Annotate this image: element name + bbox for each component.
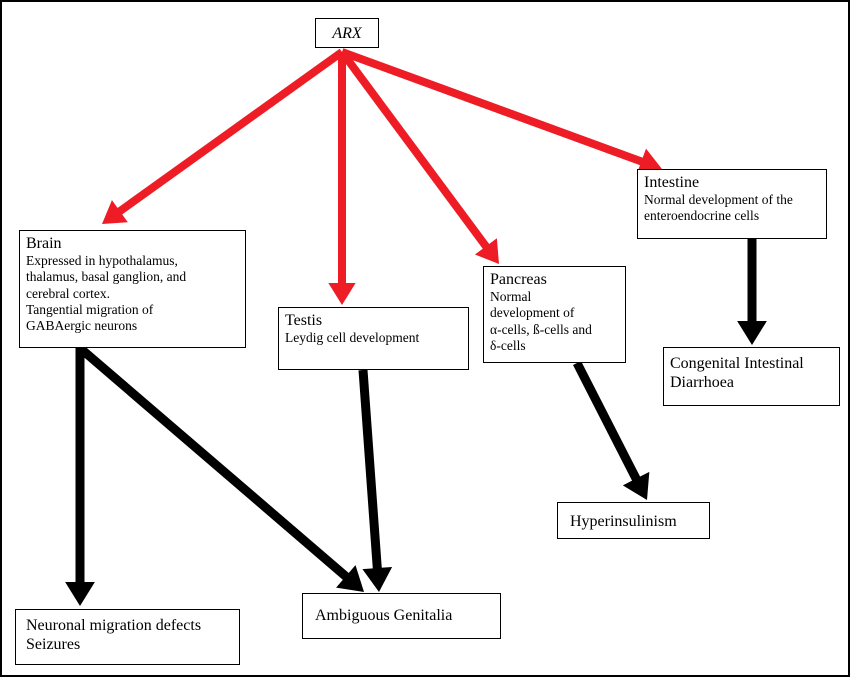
- arrow-arx-to-testis-head: [328, 283, 356, 305]
- node-arx-title: ARX: [332, 25, 362, 42]
- node-testis-title: Testis: [285, 312, 323, 329]
- node-intestine-title: Intestine: [644, 174, 700, 191]
- arrow-arx-to-brain: [102, 48, 345, 224]
- arrow-testis-to-ambiguous-genitalia-shaft: [358, 369, 382, 571]
- arrow-intestine-to-congenital-diarrhoea-head: [737, 321, 767, 345]
- arrow-pancreas-to-hyperinsulinism: [572, 360, 650, 500]
- node-brain-description: Expressed in hypothalamus, thalamus, bas…: [26, 253, 187, 333]
- node-ambiguous-genitalia-label: Ambiguous Genitalia: [315, 607, 453, 624]
- arrow-arx-to-intestine-head: [636, 148, 662, 175]
- arrow-intestine-to-congenital-diarrhoea: [737, 239, 767, 345]
- node-brain-title: Brain: [26, 235, 62, 252]
- arrow-brain-to-ambiguous-genitalia: [77, 344, 364, 592]
- arrow-pancreas-to-hyperinsulinism-shaft: [572, 360, 641, 483]
- arrow-brain-to-neuronal-defects-head: [65, 582, 95, 606]
- arrow-arx-to-intestine-shaft: [340, 48, 645, 166]
- arrow-arx-to-brain-head: [102, 200, 128, 224]
- node-neuronal-defects-label: Neuronal migration defects Seizures: [26, 617, 202, 654]
- node-testis-description: Leydig cell development: [285, 330, 420, 346]
- node-hyperinsulinism-label: Hyperinsulinism: [570, 513, 677, 530]
- node-pancreas-title: Pancreas: [490, 271, 547, 288]
- arrow-arx-to-brain-shaft: [115, 48, 345, 216]
- arrow-arx-to-pancreas-head: [474, 238, 499, 264]
- node-pancreas-description: Normal development of α-cells, ß-cells a…: [490, 289, 592, 353]
- arrow-testis-to-ambiguous-genitalia: [358, 369, 393, 592]
- arrow-arx-to-pancreas-shaft: [338, 49, 491, 251]
- node-arx: ARX: [315, 18, 379, 48]
- node-testis: Testis Leydig cell development: [278, 307, 469, 370]
- node-brain: Brain Expressed in hypothalamus, thalamu…: [19, 230, 246, 348]
- node-neuronal-defects: Neuronal migration defects Seizures: [15, 609, 240, 665]
- node-ambiguous-genitalia: Ambiguous Genitalia: [302, 593, 501, 639]
- arrow-pancreas-to-hyperinsulinism-head: [622, 471, 650, 500]
- node-congenital-diarrhoea: Congenital Intestinal Diarrhoea: [663, 347, 840, 406]
- node-intestine: Intestine Normal development of the ente…: [637, 169, 827, 239]
- arrow-arx-to-pancreas: [338, 49, 499, 264]
- arrow-brain-to-ambiguous-genitalia-shaft: [77, 344, 351, 582]
- node-pancreas: Pancreas Normal development of α-cells, …: [483, 266, 626, 363]
- node-hyperinsulinism: Hyperinsulinism: [557, 502, 710, 539]
- arrow-arx-to-testis: [328, 52, 356, 305]
- arrow-brain-to-ambiguous-genitalia-head: [336, 565, 364, 592]
- arrow-arx-to-intestine: [340, 48, 662, 175]
- arrow-brain-to-neuronal-defects: [65, 348, 95, 606]
- arrow-testis-to-ambiguous-genitalia-head: [362, 566, 393, 592]
- node-congenital-diarrhoea-label: Congenital Intestinal Diarrhoea: [670, 355, 804, 392]
- node-intestine-description: Normal development of the enteroendocrin…: [644, 192, 793, 224]
